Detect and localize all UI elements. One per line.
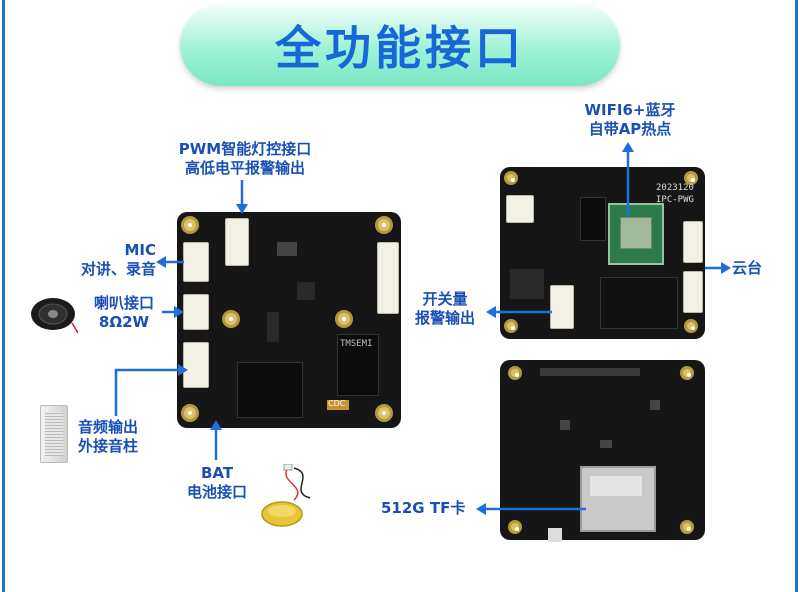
ptz-arrow	[705, 262, 731, 274]
mount-hole	[181, 216, 199, 234]
audio-label: 音频输出 外接音柱	[78, 418, 138, 456]
mount-hole	[684, 319, 698, 333]
small-component	[600, 440, 612, 448]
ptz-connector-2	[683, 271, 703, 313]
controller-chip	[580, 197, 606, 241]
flash-chip: TMSEMI	[337, 334, 379, 396]
tf-arrow	[476, 503, 586, 515]
speaker-image	[31, 298, 78, 334]
mount-hole	[375, 216, 393, 234]
wifi-label-line2: 自带AP热点	[588, 120, 672, 138]
soc-chip	[237, 362, 303, 418]
mount-hole	[508, 366, 522, 380]
ptz-label: 云台	[732, 259, 762, 278]
pwm-label-line2: 高低电平报警输出	[184, 159, 305, 177]
right-connector	[377, 242, 399, 314]
power-connector	[506, 195, 534, 223]
switch-label-line2: 报警输出	[414, 309, 475, 327]
ptz-label-text: 云台	[732, 259, 763, 277]
wifi-arrow	[622, 142, 634, 216]
tf-label: 512G TF卡	[381, 499, 465, 518]
speaker-arrow	[162, 306, 184, 318]
pwm-connector	[225, 218, 249, 266]
column-speaker-image	[40, 405, 68, 463]
mount-hole	[375, 404, 393, 422]
small-component	[267, 312, 279, 342]
mic-connector	[183, 242, 209, 282]
switch-label: 开关量 报警输出	[400, 290, 490, 328]
title-banner: 全功能接口	[180, 4, 620, 86]
model-text: IPC-PWG	[656, 195, 694, 205]
mount-hole	[680, 366, 694, 380]
wifi-module	[608, 203, 664, 265]
mic-label-line1: MIC	[124, 241, 156, 259]
pwm-arrow	[236, 180, 248, 214]
mount-hole	[504, 171, 518, 185]
pwm-label-line1: PWM智能灯控接口	[178, 140, 312, 158]
ribbon-connector	[540, 368, 640, 376]
speaker-label: 喇叭接口 8Ω2W	[80, 294, 168, 332]
small-component: CDC	[327, 399, 349, 410]
bat-label-line2: 电池接口	[186, 483, 247, 501]
mic-label-line2: 对讲、录音	[80, 260, 156, 278]
wifi-label: WIFI6+蓝牙 自带AP热点	[560, 101, 700, 139]
bat-label-line1: BAT	[200, 464, 234, 482]
mount-hole	[684, 171, 698, 185]
speaker-connector	[183, 294, 209, 330]
small-component	[560, 420, 570, 430]
mount-hole	[504, 319, 518, 333]
date-code-text: 2023120	[656, 183, 694, 193]
mount-hole	[508, 520, 522, 534]
ptz-connector-1	[683, 221, 703, 263]
audio-label-line1: 音频输出	[78, 418, 139, 436]
switch-arrow	[486, 306, 552, 318]
small-component	[297, 282, 315, 300]
coin-battery-image	[261, 464, 311, 527]
bat-label: BAT 电池接口	[170, 464, 264, 502]
page-title: 全功能接口	[275, 21, 525, 75]
small-component	[650, 400, 660, 410]
audio-out-connector	[183, 342, 209, 388]
switch-component	[548, 528, 562, 542]
relay-component	[510, 269, 544, 299]
mount-hole	[335, 310, 353, 328]
switch-label-line1: 开关量	[422, 290, 468, 308]
small-component	[277, 242, 297, 256]
mic-label: MIC 对讲、录音	[40, 241, 156, 279]
switch-connector	[550, 285, 574, 329]
pwm-label: PWM智能灯控接口 高低电平报警输出	[150, 140, 340, 178]
mount-hole	[222, 310, 240, 328]
speaker-label-line1: 喇叭接口	[93, 294, 154, 312]
cdc-text: CDC	[328, 399, 346, 408]
tf-board	[500, 360, 705, 542]
mount-hole	[680, 520, 694, 534]
audio-label-line2: 外接音柱	[78, 437, 139, 455]
mount-hole	[181, 404, 199, 422]
audio-arrow	[114, 364, 188, 416]
mic-arrow	[156, 256, 184, 268]
tf-label-text: 512G TF卡	[381, 499, 466, 517]
sd-slot-top	[600, 277, 678, 329]
chip-brand-text: TMSEMI	[340, 339, 373, 349]
wifi-label-line1: WIFI6+蓝牙	[584, 101, 676, 119]
tf-card-slot	[580, 466, 656, 532]
bat-arrow	[210, 420, 222, 460]
wifi-board: 2023120 IPC-PWG	[500, 167, 705, 339]
speaker-label-line2: 8Ω2W	[98, 313, 150, 331]
main-board: TMSEMI CDC	[177, 212, 401, 428]
